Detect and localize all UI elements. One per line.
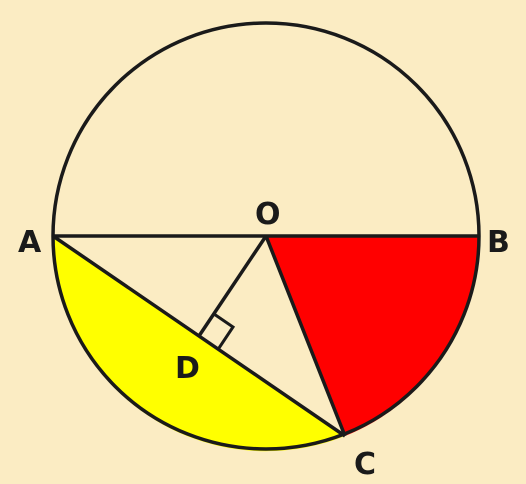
perpendicular-od (197, 235, 268, 337)
label-point-b: B (487, 225, 510, 260)
label-point-a: A (18, 225, 42, 260)
label-point-o: O (255, 197, 281, 232)
right-angle-marker (213, 312, 236, 349)
radius-oc (264, 235, 347, 437)
label-point-c: C (354, 447, 376, 482)
red-sector-obc (266, 236, 480, 436)
label-point-d: D (175, 351, 200, 386)
